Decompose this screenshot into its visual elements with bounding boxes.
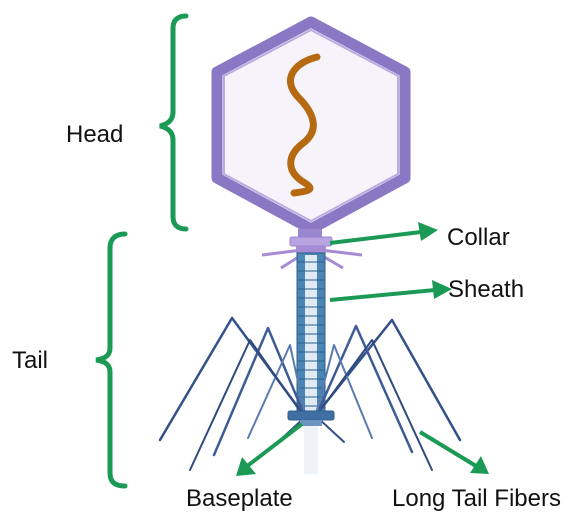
capsid-head xyxy=(217,22,405,229)
tail-label: Tail xyxy=(12,347,48,374)
collar-label: Collar xyxy=(447,224,510,251)
baseplate-arrow xyxy=(236,424,302,476)
tail-bracket xyxy=(96,234,125,486)
collar-arrow xyxy=(330,222,438,243)
head-label: Head xyxy=(66,121,123,148)
long-tail-fibers-label: Long Tail Fibers xyxy=(392,485,561,512)
tail-sheath xyxy=(297,253,325,413)
sheath-label: Sheath xyxy=(448,276,524,303)
head-bracket xyxy=(160,16,186,229)
baseplate xyxy=(288,411,334,474)
sheath-arrow xyxy=(330,280,452,300)
baseplate-label: Baseplate xyxy=(186,485,293,512)
